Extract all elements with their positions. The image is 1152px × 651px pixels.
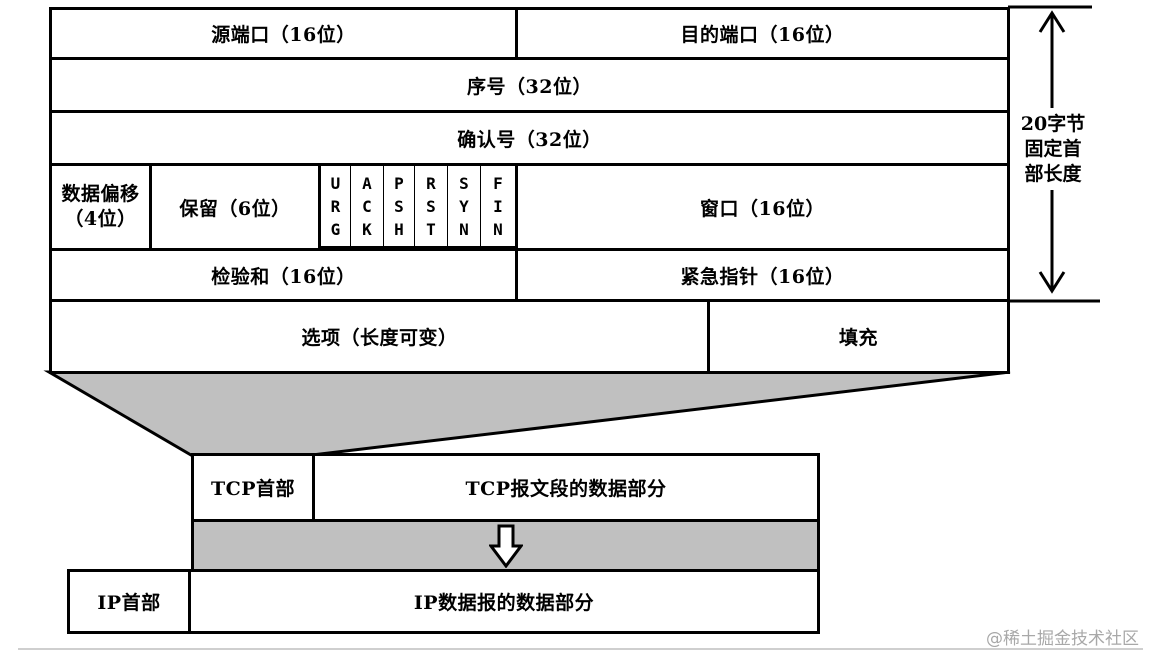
- tcp-header-block: TCP首部: [191, 453, 315, 522]
- flag-psh: P S H: [384, 166, 416, 248]
- ack-field: 确认号（32位）: [49, 110, 1010, 166]
- flag-letter: U: [330, 173, 341, 193]
- tcp-header-label: TCP首部: [210, 478, 296, 500]
- flag-letter: T: [426, 219, 436, 239]
- src-port-label: 源端口（16位）: [211, 24, 356, 46]
- flag-letter: S: [426, 196, 436, 216]
- flag-letter: I: [493, 196, 503, 216]
- tcp-data-block: TCP报文段的数据部分: [312, 453, 820, 522]
- flag-letter: S: [459, 173, 469, 193]
- flag-letter: Y: [459, 196, 469, 216]
- flag-fin: F I N: [481, 166, 517, 248]
- flag-letter: N: [493, 219, 503, 239]
- flag-letter: R: [330, 196, 341, 216]
- reserved-label: 保留（6位）: [179, 197, 291, 220]
- data-offset-field: 数据偏移 （4位）: [49, 163, 152, 251]
- ip-header-block: IP首部: [67, 569, 191, 634]
- fixed-length-note: 20字节 固定首 部长度: [1015, 112, 1091, 187]
- window-label: 窗口（16位）: [700, 197, 825, 220]
- seq-label: 序号（32位）: [467, 75, 592, 98]
- down-arrow-icon: [488, 524, 523, 568]
- ip-data-label: IP数据报的数据部分: [413, 592, 595, 614]
- reserved-field: 保留（6位）: [149, 163, 321, 251]
- padding-label: 填充: [838, 327, 878, 349]
- tcp-data-label: TCP报文段的数据部分: [465, 478, 667, 500]
- padding-field: 填充: [707, 299, 1010, 374]
- seq-field: 序号（32位）: [49, 57, 1010, 113]
- flag-rst: R S T: [415, 166, 449, 248]
- dst-port-field: 目的端口（16位）: [515, 7, 1010, 60]
- flag-syn: S Y N: [448, 166, 482, 248]
- flag-letter: C: [362, 196, 372, 216]
- flag-letter: H: [394, 219, 404, 239]
- ip-header-label: IP首部: [97, 592, 161, 614]
- flag-letter: F: [493, 173, 503, 193]
- ip-data-block: IP数据报的数据部分: [188, 569, 820, 634]
- ack-label: 确认号（32位）: [457, 128, 602, 151]
- window-field: 窗口（16位）: [515, 163, 1010, 251]
- flag-letter: A: [362, 173, 372, 193]
- funnel-shape: [43, 370, 1011, 457]
- bottom-rule: [18, 648, 1143, 650]
- checksum-label: 检验和（16位）: [211, 265, 356, 288]
- flag-letter: N: [459, 219, 469, 239]
- encapsulation-band: [191, 519, 820, 572]
- flag-letter: R: [426, 173, 436, 193]
- dst-port-label: 目的端口（16位）: [680, 24, 845, 46]
- flag-urg: U R G: [318, 166, 352, 248]
- options-field: 选项（长度可变）: [49, 299, 710, 374]
- urgent-pointer-field: 紧急指针（16位）: [515, 248, 1010, 302]
- checksum-field: 检验和（16位）: [49, 248, 518, 302]
- flag-ack: A C K: [351, 166, 385, 248]
- double-arrow-icon: [1038, 10, 1066, 294]
- options-label: 选项（长度可变）: [301, 327, 458, 349]
- flag-letter: P: [394, 173, 404, 193]
- urgent-pointer-label: 紧急指针（16位）: [680, 265, 845, 288]
- flag-letter: S: [394, 196, 404, 216]
- src-port-field: 源端口（16位）: [49, 7, 518, 60]
- watermark: @稀土掘金技术社区: [986, 629, 1139, 649]
- flag-letter: K: [362, 219, 372, 239]
- flag-letter: G: [330, 219, 341, 239]
- data-offset-label: 数据偏移 （4位）: [61, 183, 140, 230]
